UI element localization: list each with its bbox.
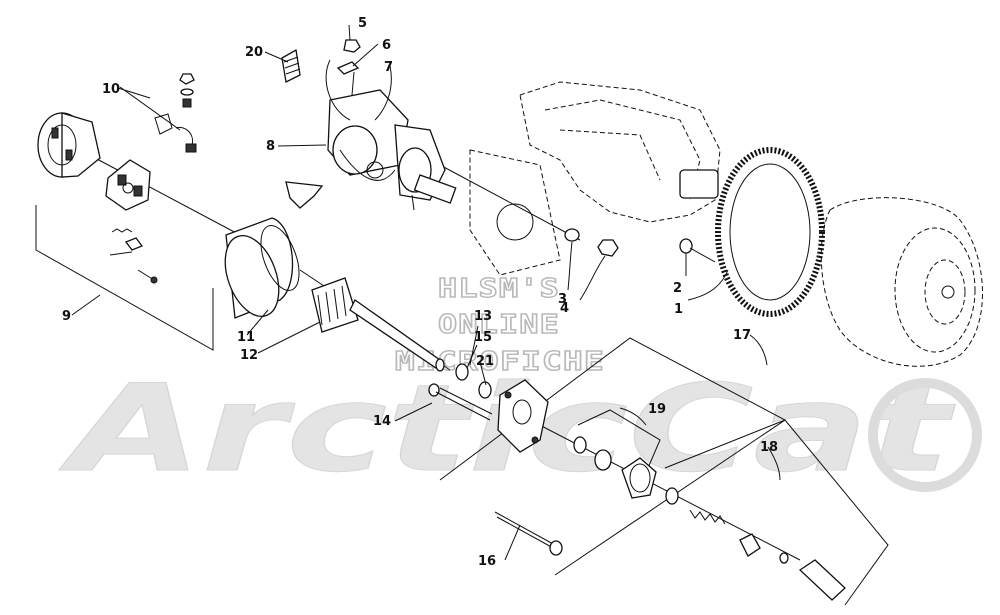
spacer-washer	[478, 381, 492, 399]
callout-5: 5	[358, 16, 367, 31]
front-direction-arrow	[285, 181, 324, 209]
drive-end-housing	[497, 379, 549, 453]
callout-13: 13	[474, 309, 492, 324]
callout-8: 8	[266, 139, 275, 154]
watermark-line-1: HLSM'S	[438, 274, 560, 304]
brush-springs	[109, 228, 158, 284]
through-bolt	[428, 383, 493, 421]
brush-holder	[105, 159, 151, 211]
callout-12: 12	[240, 348, 258, 363]
callout-17: 17	[733, 328, 751, 343]
flywheel	[820, 197, 983, 367]
drive-washer	[573, 436, 587, 454]
nut	[597, 239, 619, 257]
retaining-clip	[779, 552, 789, 564]
bracket-kit-9	[35, 205, 214, 351]
ring-gear-bolt	[679, 238, 716, 263]
callout-16: 16	[478, 554, 496, 569]
terminal-nut	[343, 39, 361, 53]
callout-4: 4	[560, 301, 569, 316]
engine-block	[469, 81, 721, 276]
callout-6: 6	[382, 38, 391, 53]
drive-spring	[689, 509, 726, 525]
long-mount-bolt	[494, 511, 563, 556]
callout-11: 11	[237, 330, 255, 345]
watermark-wheel-icon	[868, 378, 982, 492]
thrust-washer	[455, 363, 469, 381]
callout-10: 10	[102, 82, 120, 97]
callout-3: 3	[558, 292, 567, 307]
armature	[311, 277, 445, 372]
callout-1: 1	[674, 302, 683, 317]
bracket-kit-18	[664, 419, 889, 606]
leader-lines	[71, 24, 781, 561]
callout-labels: 1 2 3 4 5 6 7 8 9 10 11 12 13 14 15 16 1…	[62, 16, 778, 569]
terminal-eyelet	[336, 61, 360, 75]
spring-retainer	[739, 533, 761, 557]
drive-cover	[798, 559, 846, 601]
callout-2: 2	[673, 281, 682, 296]
callout-7: 7	[384, 60, 393, 75]
drive-sleeve	[665, 487, 679, 505]
solenoid-starter-assembly	[325, 59, 457, 211]
cable-boot	[281, 48, 301, 83]
callout-18: 18	[760, 440, 778, 455]
bracket-kit-19	[577, 409, 661, 476]
pinion-gear	[621, 457, 657, 499]
drive-collar	[594, 449, 612, 471]
rear-end-cap	[37, 112, 101, 178]
watermark-line-2: ONLINE	[438, 310, 560, 340]
ring-gear	[715, 147, 825, 317]
washer	[564, 228, 580, 242]
field-housing	[224, 217, 300, 319]
callout-21: 21	[476, 354, 494, 369]
callout-20: 20	[245, 45, 263, 60]
callout-15: 15	[474, 330, 492, 345]
terminal-hardware-kit	[154, 73, 197, 153]
callout-19: 19	[648, 402, 666, 417]
callout-9: 9	[62, 309, 71, 324]
callout-14: 14	[373, 414, 391, 429]
